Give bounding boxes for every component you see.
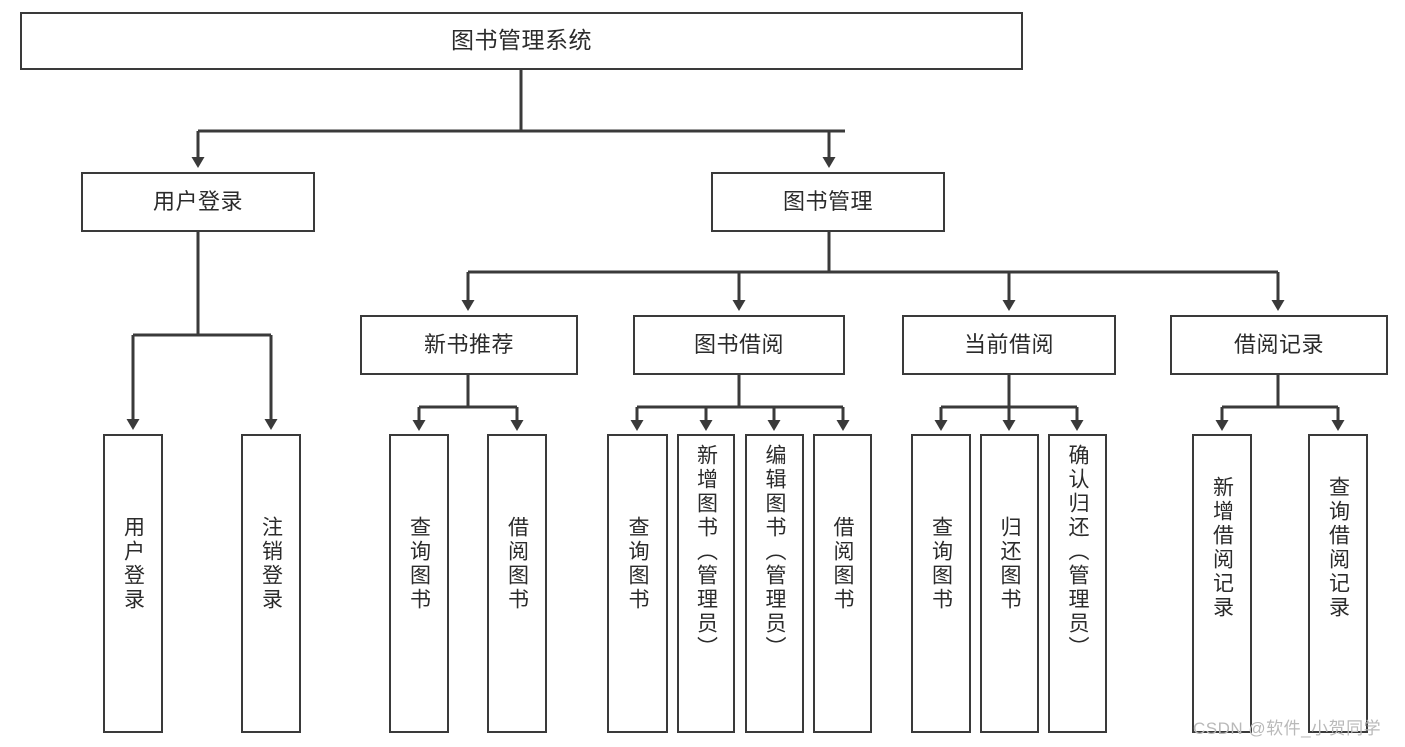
leaf-add-book-label: 新增图书（管理员） bbox=[694, 444, 718, 660]
leaf-borrow-book-2[interactable]: 借阅图书 bbox=[813, 434, 872, 733]
node-user-login-label: 用户登录 bbox=[152, 189, 243, 215]
node-root-label: 图书管理系统 bbox=[451, 27, 592, 54]
leaf-add-record[interactable]: 新增借阅记录 bbox=[1192, 434, 1252, 733]
leaf-edit-book[interactable]: 编辑图书（管理员） bbox=[745, 434, 804, 733]
leaf-borrow-book-2-label: 借阅图书 bbox=[831, 516, 854, 612]
leaf-user-logout[interactable]: 注销登录 bbox=[241, 434, 301, 733]
leaf-query-book-1[interactable]: 查询图书 bbox=[389, 434, 449, 733]
node-borrow-record[interactable]: 借阅记录 bbox=[1170, 315, 1388, 375]
leaf-add-book[interactable]: 新增图书（管理员） bbox=[677, 434, 735, 733]
node-new-book-recommend[interactable]: 新书推荐 bbox=[360, 315, 578, 375]
leaf-edit-book-label: 编辑图书（管理员） bbox=[763, 444, 786, 660]
leaf-query-book-2[interactable]: 查询图书 bbox=[607, 434, 668, 733]
leaf-borrow-book-1-label: 借阅图书 bbox=[505, 516, 529, 612]
leaf-user-login[interactable]: 用户登录 bbox=[103, 434, 163, 733]
leaf-query-book-3-label: 查询图书 bbox=[929, 516, 953, 612]
node-current-borrow[interactable]: 当前借阅 bbox=[902, 315, 1116, 375]
leaf-return-book-label: 归还图书 bbox=[998, 516, 1021, 612]
leaf-user-logout-label: 注销登录 bbox=[259, 516, 283, 612]
node-root[interactable]: 图书管理系统 bbox=[20, 12, 1023, 70]
leaf-borrow-book-1[interactable]: 借阅图书 bbox=[487, 434, 547, 733]
node-book-manage-label: 图书管理 bbox=[782, 189, 873, 215]
node-current-borrow-label: 当前借阅 bbox=[963, 332, 1054, 358]
leaf-query-book-2-label: 查询图书 bbox=[626, 516, 649, 612]
node-book-borrow-label: 图书借阅 bbox=[693, 332, 784, 358]
leaf-user-login-label: 用户登录 bbox=[121, 516, 145, 612]
watermark-text: CSDN @软件_小贺同学 bbox=[1193, 719, 1382, 738]
leaf-return-book[interactable]: 归还图书 bbox=[980, 434, 1039, 733]
leaf-query-book-3[interactable]: 查询图书 bbox=[911, 434, 971, 733]
node-user-login[interactable]: 用户登录 bbox=[81, 172, 315, 232]
leaf-confirm-return-label: 确认归还（管理员） bbox=[1066, 444, 1089, 660]
node-book-manage[interactable]: 图书管理 bbox=[711, 172, 945, 232]
leaf-confirm-return[interactable]: 确认归还（管理员） bbox=[1048, 434, 1107, 733]
leaf-query-record[interactable]: 查询借阅记录 bbox=[1308, 434, 1368, 733]
node-borrow-record-label: 借阅记录 bbox=[1233, 332, 1324, 358]
leaf-query-book-1-label: 查询图书 bbox=[407, 516, 431, 612]
node-new-book-recommend-label: 新书推荐 bbox=[423, 332, 514, 358]
leaf-query-record-label: 查询借阅记录 bbox=[1326, 476, 1350, 620]
node-book-borrow[interactable]: 图书借阅 bbox=[633, 315, 845, 375]
leaf-add-record-label: 新增借阅记录 bbox=[1210, 476, 1234, 620]
